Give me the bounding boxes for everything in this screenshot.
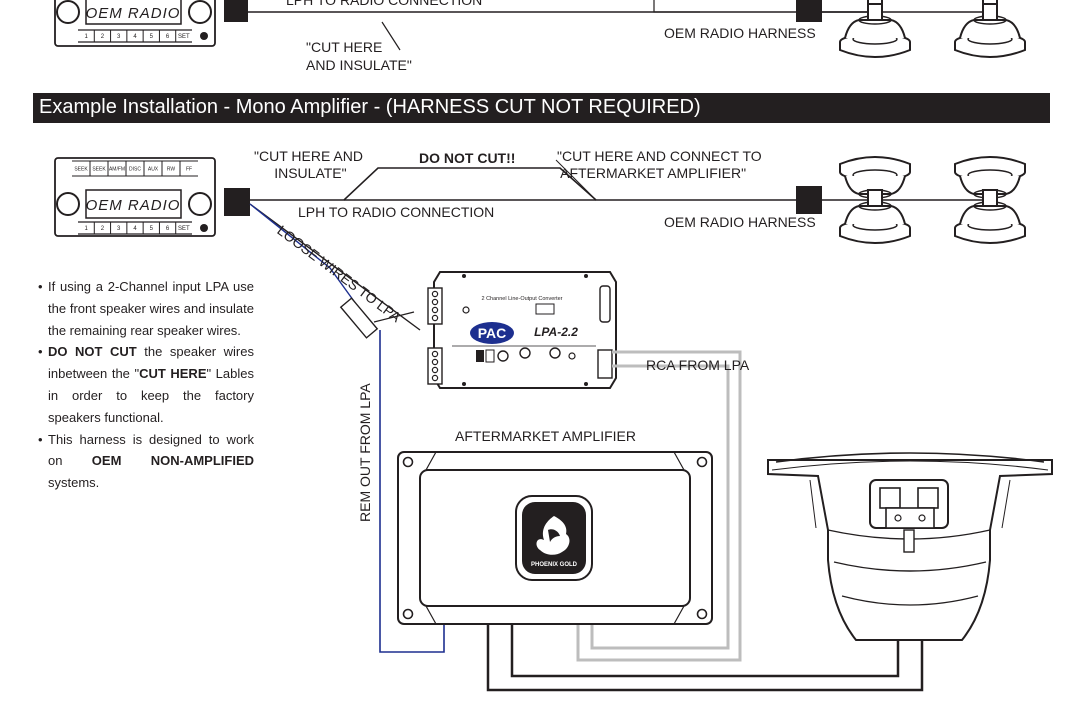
radio-top-key: DISC (129, 166, 141, 172)
amplifier-label: AFTERMARKET AMPLIFIER (455, 428, 636, 444)
radio-top-key: FF (186, 166, 192, 172)
radio-display (85, 189, 182, 219)
top-preset-key: 3 (117, 34, 121, 40)
aftermarket-amplifier (397, 451, 713, 625)
banner-title: Example Installation - Mono Amplifier - … (39, 96, 701, 118)
lpa-module (427, 271, 617, 389)
radio-top-key: SEEK (74, 166, 88, 172)
top-preset-key: 6 (166, 34, 170, 40)
phoenix-gold-logo-text: PHOENIX GOLD (531, 562, 578, 568)
radio-preset-key: SET (178, 226, 190, 232)
radio-preset-key: 2 (101, 226, 105, 232)
speaker-bypass-wire (250, 167, 796, 201)
do-not-cut-label: DO NOT CUT!! (419, 150, 516, 166)
note-bullet-1: If using a 2-Channel input LPA use the f… (38, 276, 254, 341)
subwoofer (767, 452, 1053, 641)
top-lph-label: LPH TO RADIO CONNECTION (286, 0, 483, 8)
rem-wire-blue (379, 330, 445, 653)
cut-insulate-label: "CUT HERE AND INSULATE" (254, 148, 363, 181)
top-radio: 1 2 3 4 5 6 SET (54, 0, 216, 47)
oem-harness-plug (796, 186, 822, 214)
top-oem-harness-label: OEM RADIO HARNESS (664, 25, 816, 41)
radio-top-key: AUX (148, 166, 159, 172)
volume-knob (56, 192, 80, 216)
radio-top-key: SEEK (92, 166, 106, 172)
top-preset-key: 5 (150, 34, 154, 40)
top-harness-plug (796, 0, 822, 22)
radio-preset-key: 3 (117, 226, 121, 232)
lpa-model-text: LPA-2.2 (534, 325, 578, 339)
tune-knob (188, 192, 212, 216)
note-bullet-2: DO NOT CUT the speaker wires inbetween t… (38, 341, 254, 428)
top-radio-plug (224, 0, 248, 22)
rca-label: RCA FROM LPA (646, 357, 750, 373)
pac-logo (470, 322, 514, 344)
cut-connect-leader (555, 159, 597, 201)
radio-plug (224, 188, 250, 216)
top-cut-leader (381, 21, 401, 51)
top-preset-key: 2 (101, 34, 105, 40)
top-preset-key: SET (178, 34, 190, 40)
radio-preset-key: 5 (150, 226, 154, 232)
radio-display-text: OEM RADIO (86, 197, 181, 214)
top-preset-key: 4 (133, 34, 137, 40)
installation-notes: If using a 2-Channel input LPA use the f… (38, 276, 254, 494)
radio-preset-key: 1 (84, 226, 88, 232)
rem-wire-blue-upper (249, 203, 357, 305)
cut-connect-label: "CUT HERE AND CONNECT TO AFTERMARKET AMP… (557, 148, 762, 181)
top-wire-detail (653, 0, 700, 13)
oem-harness-label: OEM RADIO HARNESS (664, 214, 816, 230)
top-preset-key: 1 (84, 34, 88, 40)
radio-top-key: RW (167, 166, 176, 172)
inline-fuse (339, 297, 379, 339)
radio-preset-key: 6 (166, 226, 170, 232)
lph-connection-label: LPH TO RADIO CONNECTION (298, 204, 495, 220)
rca-cable-inner (590, 364, 730, 650)
loose-wires (249, 203, 421, 331)
radio-top-key: AM/FM (109, 166, 125, 172)
radio-preset-key: 4 (133, 226, 137, 232)
pac-logo-text: PAC (478, 325, 507, 341)
rem-out-label: REM OUT FROM LPA (357, 383, 373, 522)
top-radio-display: OEM RADIO (86, 5, 181, 22)
top-cut-label: "CUT HERE AND INSULATE" (306, 39, 412, 73)
rca-cable-outer (576, 350, 742, 662)
note-bullet-3: This harness is designed to work on OEM … (38, 429, 254, 494)
lpa-title-text: 2 Channel Line-Output Converter (481, 296, 562, 302)
section-banner: Example Installation - Mono Amplifier - … (33, 93, 1050, 123)
